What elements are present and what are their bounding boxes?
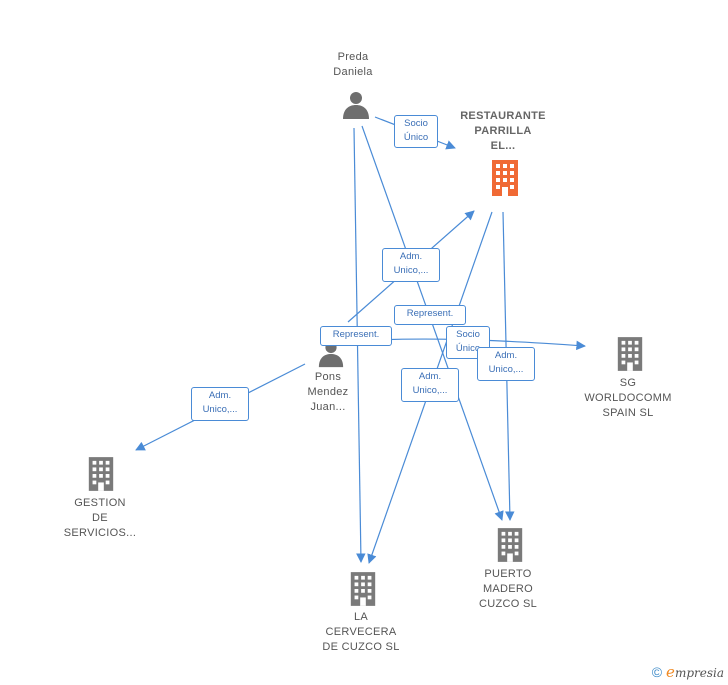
node-restaurante-parrilla[interactable]: RESTAURANTE PARRILLA EL... bbox=[448, 109, 558, 154]
node-label-line: SERVICIOS... bbox=[63, 527, 137, 539]
edge-label-adm-unico[interactable]: Adm. Unico,... bbox=[382, 248, 440, 282]
edge-label-adm-unico[interactable]: Adm. Unico,... bbox=[401, 368, 459, 402]
edge-label-line: Socio bbox=[404, 118, 428, 129]
edge-label-line: Represent. bbox=[332, 329, 380, 340]
node-label-line: Juan... bbox=[310, 401, 346, 413]
node-pons-mendez[interactable]: Pons Mendez Juan... bbox=[295, 370, 361, 415]
brand-footer: ©empresia bbox=[652, 663, 724, 681]
building-icon bbox=[350, 572, 376, 606]
brand-logo-initial: e bbox=[666, 663, 675, 681]
node-label-line: Mendez bbox=[307, 386, 349, 398]
node-label-line: PARRILLA bbox=[474, 125, 532, 137]
edge-label-line: Represent. bbox=[406, 308, 454, 319]
edge-label-line: Adm. bbox=[208, 390, 232, 401]
node-gestion-servicios[interactable]: GESTION DE SERVICIOS... bbox=[54, 496, 146, 541]
edge-label-line: Adm. bbox=[399, 251, 423, 262]
edge-label-line: Unico,... bbox=[412, 385, 448, 396]
node-label-line: SPAIN SL bbox=[602, 407, 654, 419]
edge-label-line: Único bbox=[403, 132, 429, 143]
node-label-line: MADERO bbox=[482, 583, 534, 595]
node-label-line: EL... bbox=[490, 140, 516, 152]
edge-label-line: Unico,... bbox=[488, 364, 524, 375]
building-icon bbox=[492, 160, 518, 196]
node-preda-daniela[interactable]: Preda Daniela bbox=[322, 50, 384, 80]
node-label-line: Daniela bbox=[333, 66, 373, 78]
edge-label-line: Socio bbox=[456, 329, 480, 340]
building-icon bbox=[617, 337, 643, 371]
node-label-line: CERVECERA bbox=[325, 626, 397, 638]
node-label-line: DE CUZCO SL bbox=[322, 641, 400, 653]
node-label-line: PUERTO bbox=[484, 568, 532, 580]
edge-label-represent[interactable]: Represent. bbox=[394, 305, 466, 325]
building-icon bbox=[497, 528, 523, 562]
node-label-line: DE bbox=[92, 512, 108, 524]
edge-label-line: Único bbox=[455, 343, 481, 354]
node-label-line: WORLDOCOMM bbox=[584, 392, 672, 404]
edge-label-line: Unico,... bbox=[202, 404, 238, 415]
edge-label-line: Unico,... bbox=[393, 265, 429, 276]
node-la-cervecera[interactable]: LA CERVECERA DE CUZCO SL bbox=[312, 610, 410, 655]
edge-label-socio-unico[interactable]: Socio Único bbox=[446, 326, 490, 359]
edge-label-line: Adm. bbox=[418, 371, 442, 382]
copyright-icon: © bbox=[651, 664, 663, 680]
node-label-line: RESTAURANTE bbox=[460, 110, 546, 122]
node-puerto-madero[interactable]: PUERTO MADERO CUZCO SL bbox=[465, 567, 551, 612]
brand-logo-text: mpresia bbox=[674, 666, 724, 680]
person-icon bbox=[343, 92, 369, 119]
node-label-line: GESTION bbox=[74, 497, 126, 509]
edge-label-line: Adm. bbox=[494, 350, 518, 361]
node-label-line: CUZCO SL bbox=[478, 598, 538, 610]
node-sg-worldocomm[interactable]: SG WORLDOCOMM SPAIN SL bbox=[578, 376, 678, 421]
node-label-line: Preda bbox=[337, 51, 369, 63]
building-icon bbox=[88, 457, 114, 491]
edge-label-adm-unico[interactable]: Adm. Unico,... bbox=[191, 387, 249, 421]
node-label-line: SG bbox=[619, 377, 637, 389]
node-label-line: LA bbox=[353, 611, 369, 623]
node-label-line: Pons bbox=[314, 371, 342, 383]
edge-label-represent[interactable]: Represent. bbox=[320, 326, 392, 346]
edge-label-socio-unico[interactable]: Socio Único bbox=[394, 115, 438, 148]
edge-label-adm-unico[interactable]: Adm. Unico,... bbox=[477, 347, 535, 381]
